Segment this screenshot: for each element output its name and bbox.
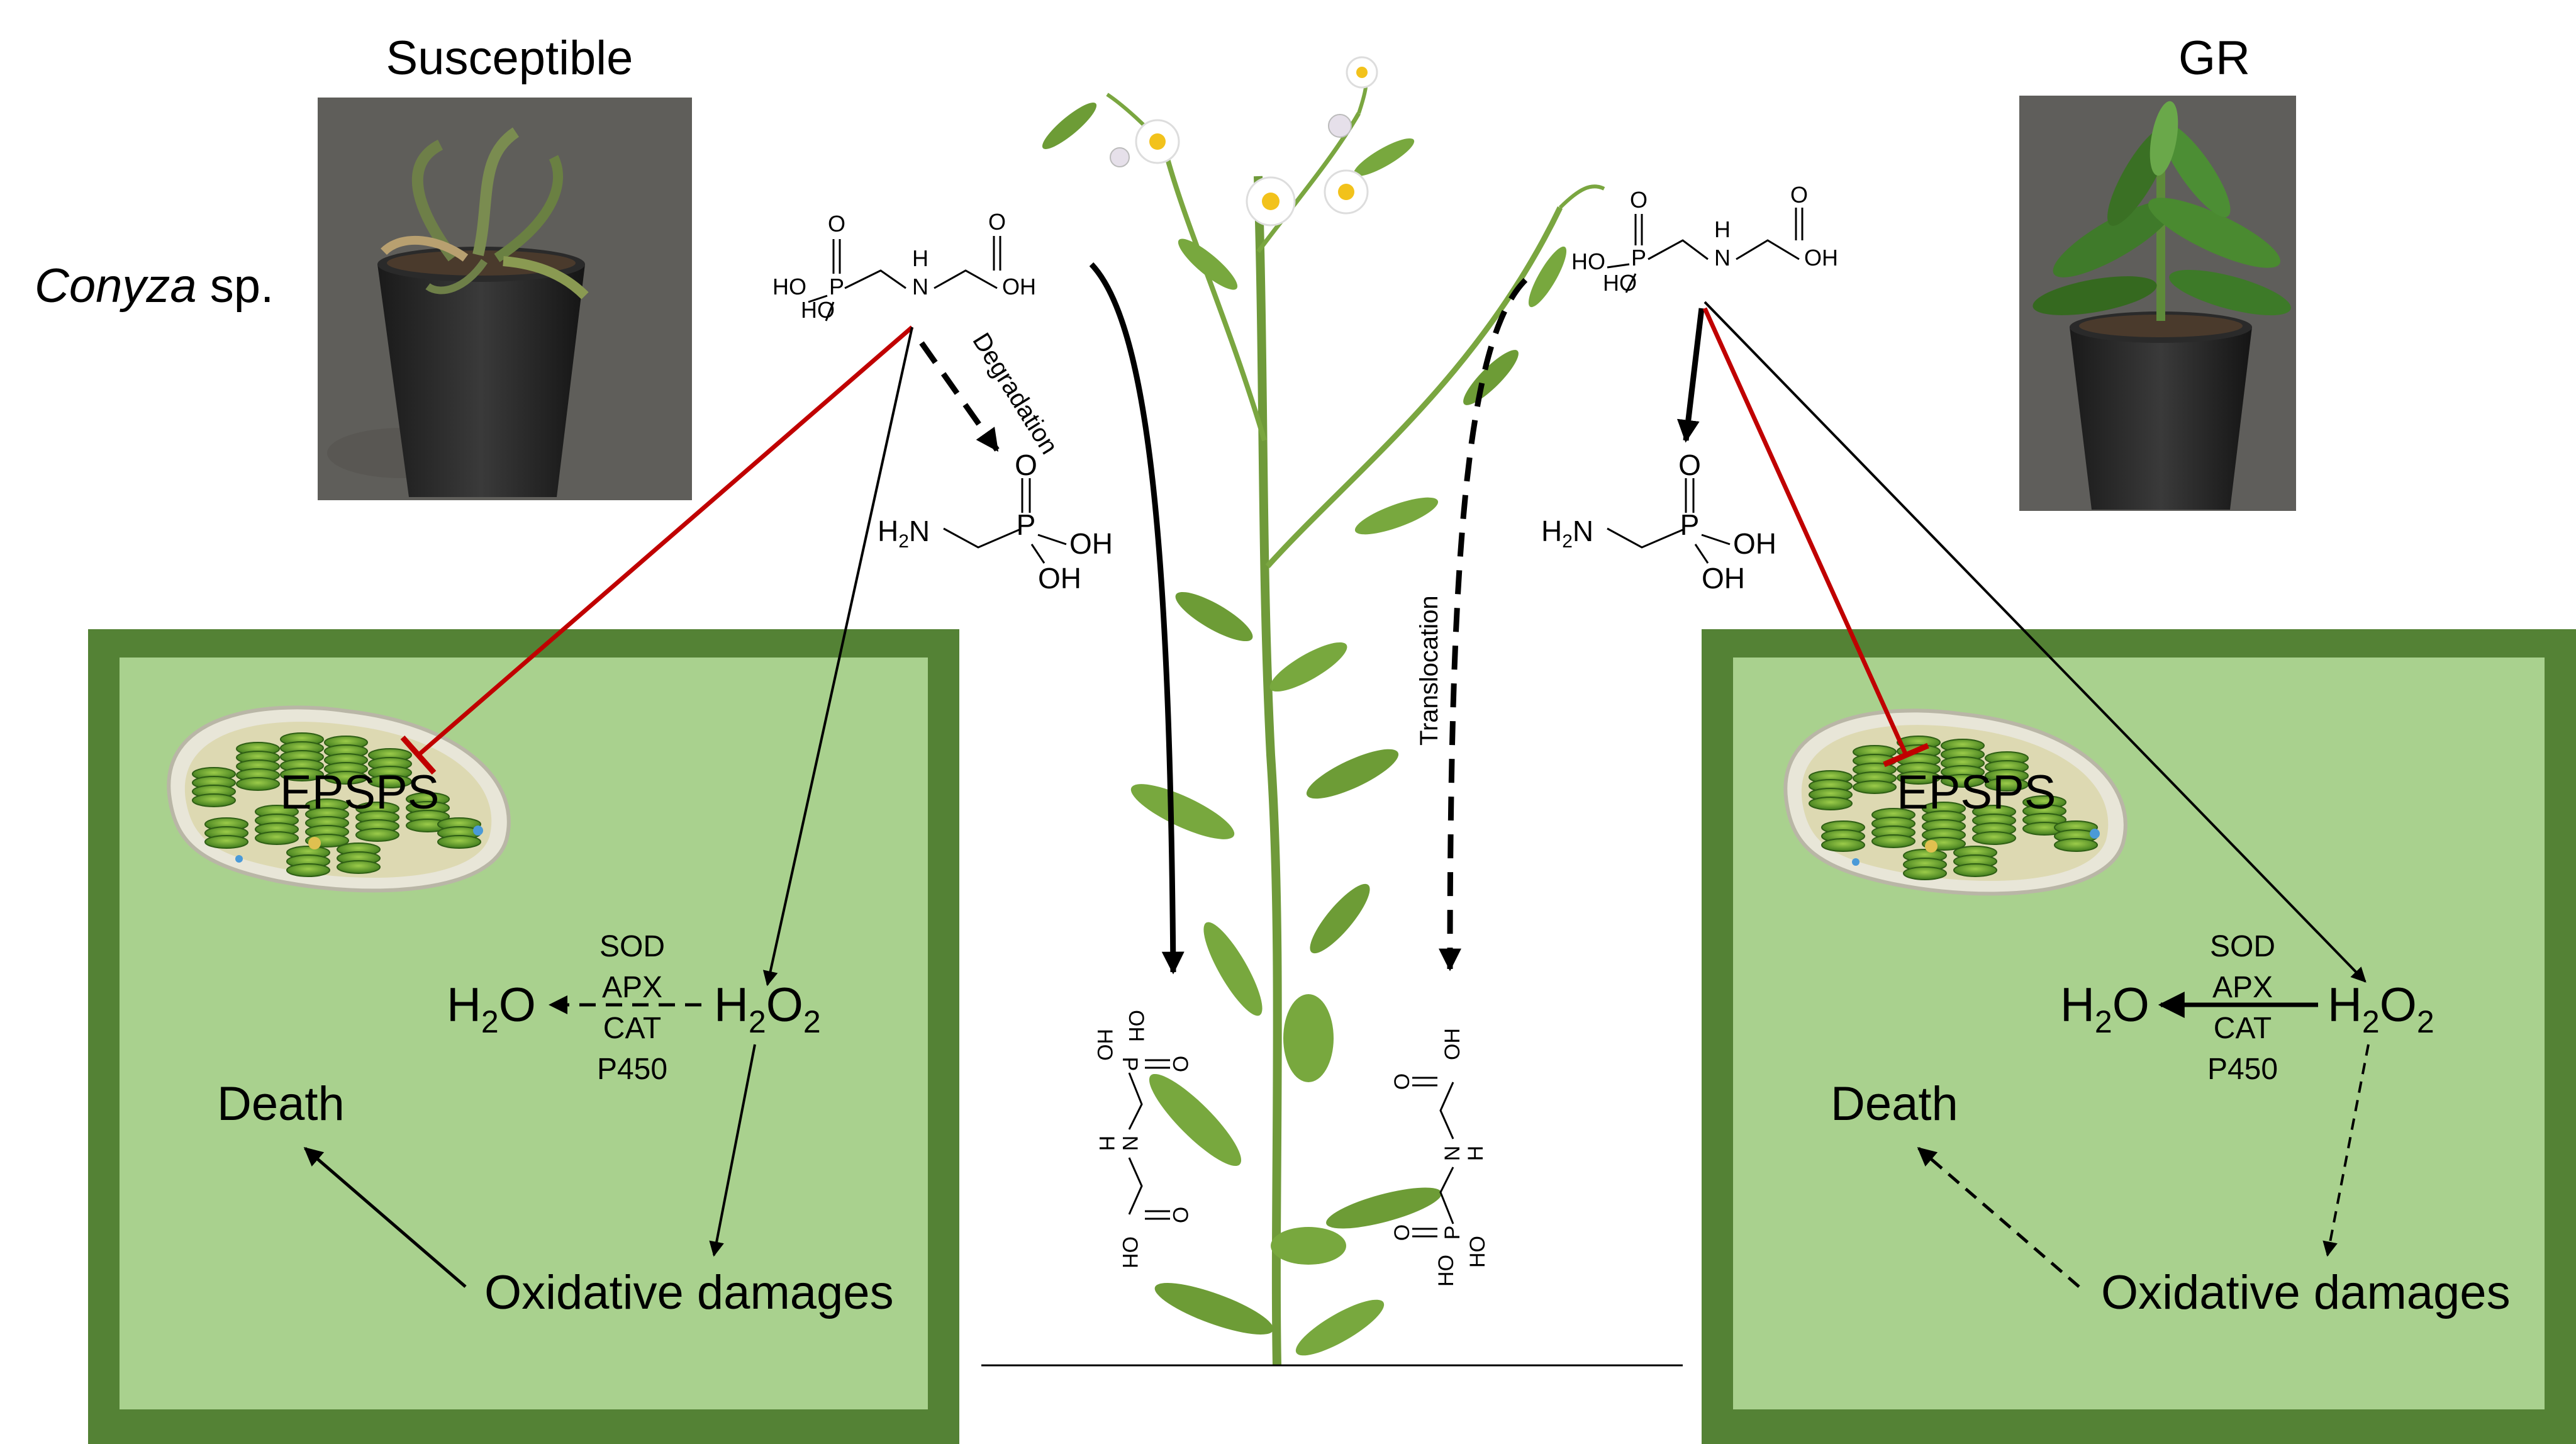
degradation-label: Degradation [967, 328, 1063, 459]
svg-text:OH: OH [1733, 527, 1776, 560]
peroxide-label-left: H2O2 [714, 978, 821, 1039]
svg-text:N: N [1441, 1146, 1464, 1161]
inhibition-line-left [416, 325, 914, 757]
svg-text:P: P [1017, 508, 1036, 541]
translocation-arrow-dashed [1439, 277, 1528, 971]
ampa-structure-right: O P H2N OH OH [1541, 449, 1776, 595]
glyphosate-rotated-left: O P N H O OH OH HO [1093, 1010, 1192, 1268]
svg-text:HO: HO [772, 274, 806, 299]
svg-text:P: P [829, 274, 844, 299]
susceptible-cell-panel [88, 629, 959, 1444]
translocation-arrow-solid [1089, 262, 1185, 975]
water-label-right: H2O [2060, 978, 2149, 1039]
flower-heads [1110, 56, 1378, 227]
svg-text:CAT: CAT [603, 1012, 661, 1045]
damage-arrow-right [2322, 1044, 2370, 1257]
svg-text:O: O [1168, 1056, 1192, 1072]
svg-text:N: N [1118, 1136, 1142, 1151]
svg-text:H: H [1095, 1136, 1118, 1151]
damage-label-right: Oxidative damages [2101, 1266, 2511, 1319]
svg-text:P450: P450 [597, 1053, 667, 1086]
enzyme-list-right: SOD APX CAT P450 [2207, 930, 2278, 1086]
svg-text:H2N: H2N [1541, 515, 1593, 552]
glyphosate-structure-left: O P N H O OH HO HO [772, 209, 1036, 323]
svg-text:O: O [1390, 1073, 1414, 1090]
svg-text:O: O [1678, 449, 1701, 481]
translocation-label: Translocation [1415, 595, 1443, 746]
svg-text:H: H [1464, 1146, 1488, 1161]
svg-text:HO: HO [1093, 1029, 1117, 1061]
svg-text:OH: OH [1441, 1028, 1464, 1060]
svg-text:P: P [1441, 1226, 1464, 1240]
ros-arrow-right [1703, 301, 2367, 983]
svg-text:OH: OH [1002, 274, 1036, 299]
svg-text:APX: APX [2212, 971, 2273, 1004]
death-arrow-right [1917, 1147, 2080, 1288]
svg-text:P450: P450 [2207, 1053, 2278, 1086]
svg-text:N: N [1714, 245, 1731, 271]
svg-text:OH: OH [1069, 527, 1113, 560]
svg-text:O: O [828, 211, 845, 237]
svg-text:OH: OH [1702, 562, 1745, 595]
susceptible-plant-photo [318, 98, 692, 500]
epsps-label-left: EPSPS [280, 766, 439, 819]
death-label-left: Death [217, 1077, 345, 1131]
svg-text:P: P [1680, 508, 1700, 541]
inhibition-bar-left [400, 736, 437, 775]
species-label: Conyza sp. [35, 259, 274, 313]
peroxide-label-right: H2O2 [2328, 978, 2434, 1039]
damage-arrow-left [709, 1044, 756, 1257]
svg-text:P: P [1118, 1057, 1142, 1072]
glyphosate-rotated-right: O P N H O OH HO HO [1390, 1028, 1490, 1287]
ampa-structure-left: O P H2N OH OH [878, 449, 1113, 595]
svg-text:O: O [988, 209, 1006, 235]
svg-text:OH: OH [1118, 1236, 1142, 1268]
plant-illustration [1042, 56, 1605, 1366]
svg-text:O: O [1390, 1224, 1414, 1241]
svg-text:O: O [1015, 449, 1037, 481]
svg-text:N: N [912, 274, 928, 299]
svg-text:H: H [1714, 216, 1731, 242]
svg-text:P: P [1631, 245, 1646, 271]
death-arrow-left [303, 1147, 467, 1288]
inhibition-bar-right [1883, 742, 1929, 768]
degradation-arrow-right [1676, 308, 1705, 443]
svg-text:HO: HO [801, 297, 835, 323]
svg-text:SOD: SOD [599, 930, 665, 963]
water-label-left: H2O [447, 978, 536, 1039]
svg-text:HO: HO [1466, 1236, 1490, 1268]
chloroplast-icon [1783, 708, 2127, 896]
degradation-arrow-left [919, 341, 1000, 452]
svg-text:H: H [912, 245, 928, 271]
svg-text:HO: HO [1434, 1255, 1458, 1287]
svg-text:O: O [1790, 182, 1808, 208]
death-label-right: Death [1831, 1077, 1958, 1131]
svg-text:HO: HO [1603, 270, 1637, 296]
gr-plant-photo [2019, 96, 2296, 511]
susceptible-title: Susceptible [386, 31, 633, 85]
svg-text:O: O [1630, 187, 1648, 213]
inhibition-line-right [1702, 307, 1909, 756]
damage-label-left: Oxidative damages [484, 1266, 894, 1319]
glyphosate-structure-right: O P N H O OH HO HO [1571, 182, 1838, 296]
svg-text:CAT: CAT [2214, 1012, 2272, 1045]
svg-text:SOD: SOD [2210, 930, 2275, 963]
gr-title: GR [2178, 31, 2250, 85]
svg-text:H2N: H2N [878, 515, 930, 552]
svg-text:O: O [1168, 1207, 1192, 1223]
enzyme-list-left: SOD APX CAT P450 [597, 930, 667, 1086]
epsps-label-right: EPSPS [1897, 766, 2056, 819]
ros-arrow-left [762, 327, 913, 987]
svg-text:OH: OH [1124, 1010, 1148, 1042]
svg-text:OH: OH [1038, 562, 1081, 595]
svg-text:HO: HO [1571, 249, 1605, 274]
svg-text:OH: OH [1804, 245, 1838, 271]
svg-text:APX: APX [602, 971, 662, 1004]
